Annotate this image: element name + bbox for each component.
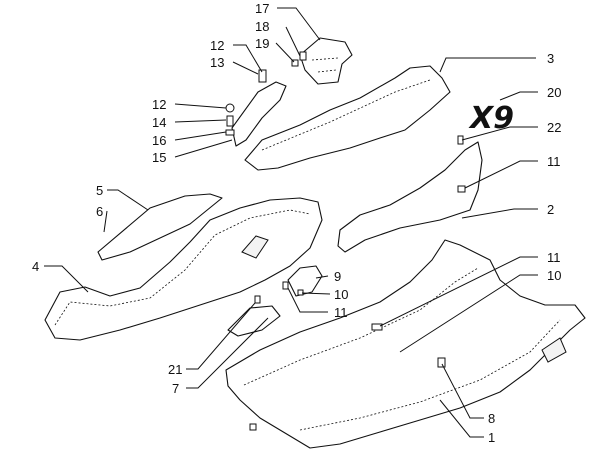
part-2-side-panel <box>337 141 483 253</box>
callout-8: 8 <box>488 411 495 426</box>
callout-15: 15 <box>152 150 166 165</box>
callout-6: 6 <box>96 204 103 219</box>
callout-18: 18 <box>255 19 269 34</box>
part-9-cover <box>287 265 323 297</box>
part-17-bracket <box>299 37 353 85</box>
bolt-13 <box>258 69 267 83</box>
callout-2: 2 <box>547 202 554 217</box>
nut-16 <box>225 129 235 136</box>
callout-11-upper: 11 <box>547 154 561 169</box>
clip-8 <box>437 357 446 368</box>
callout-17: 17 <box>255 1 269 16</box>
screw-10-small <box>297 289 304 296</box>
callout-22: 22 <box>547 120 561 135</box>
callout-19: 19 <box>255 36 269 51</box>
callout-10-mid: 10 <box>334 287 348 302</box>
callout-11-right: 11 <box>547 250 561 265</box>
callout-14: 14 <box>152 115 166 130</box>
screw-18 <box>299 51 307 61</box>
x9-logo: X9 <box>468 101 514 136</box>
part-4-rim <box>54 209 311 326</box>
part-15-bracket <box>231 81 287 147</box>
callout-9: 9 <box>334 269 341 284</box>
part-3-tunnel-cover <box>244 65 451 171</box>
screw-lower <box>249 423 257 431</box>
clip-11-small <box>282 281 289 290</box>
callout-1: 1 <box>488 430 495 445</box>
leader-lines <box>44 7 538 438</box>
callout-7: 7 <box>172 381 179 396</box>
callout-11-mid: 11 <box>334 305 348 320</box>
part-1-lower-shell <box>225 239 586 449</box>
screw-19 <box>291 59 299 67</box>
part-17-detail <box>311 57 339 73</box>
callout-20: 20 <box>547 85 561 100</box>
bolt-14 <box>226 115 234 127</box>
callout-12-lower: 12 <box>152 97 166 112</box>
part-3-ridge <box>261 79 431 151</box>
callout-4: 4 <box>32 259 39 274</box>
screw-21 <box>254 295 261 304</box>
washer-12 <box>225 103 235 113</box>
callout-13: 13 <box>210 55 224 70</box>
part-4-floor-panel <box>44 197 323 341</box>
callout-3: 3 <box>547 51 554 66</box>
part-5-plate <box>97 193 223 261</box>
part-1-vent <box>541 337 567 363</box>
callout-21: 21 <box>168 362 182 377</box>
part-7-plate <box>227 305 281 337</box>
part-1-inner-contour <box>243 267 479 386</box>
callout-10-right: 10 <box>547 268 561 283</box>
callout-12-upper: 12 <box>210 38 224 53</box>
callout-5: 5 <box>96 183 103 198</box>
callout-16: 16 <box>152 133 166 148</box>
clip-11-lower <box>371 323 383 331</box>
clip-11-upper <box>457 185 466 193</box>
part-4-window <box>241 235 269 259</box>
